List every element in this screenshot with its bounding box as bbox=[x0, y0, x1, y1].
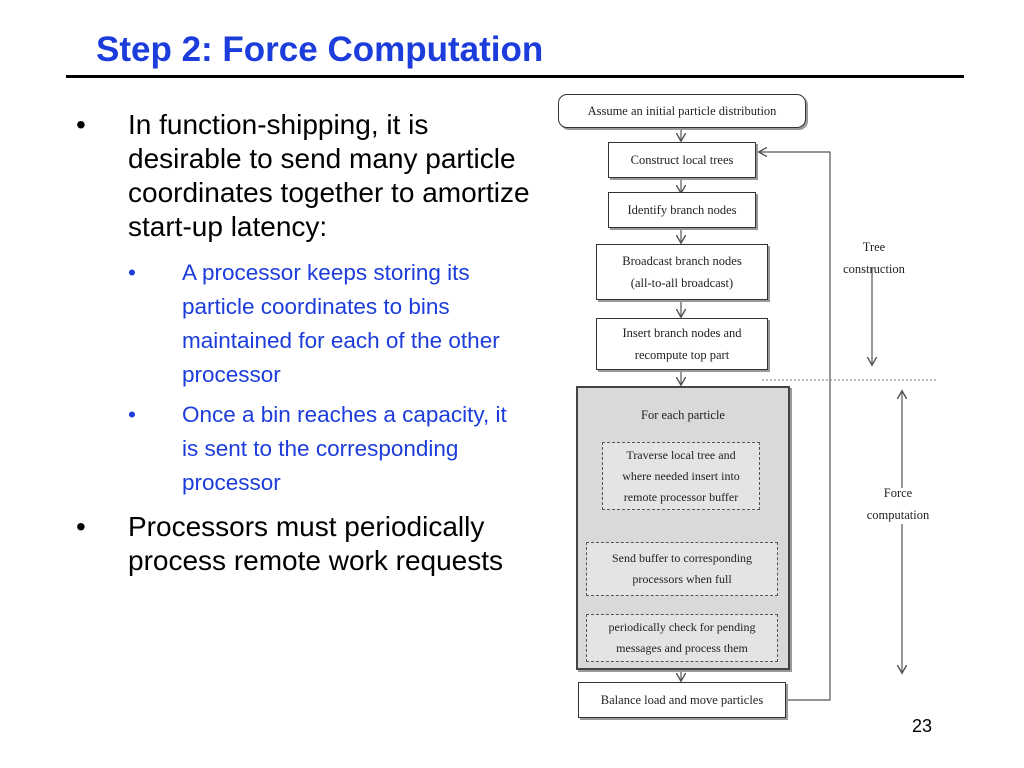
flowchart-diagram: Assume an initial particle distribution … bbox=[550, 88, 970, 748]
box-label: periodically check for pending bbox=[608, 620, 756, 634]
side-label-line: Force bbox=[883, 486, 913, 500]
bullet-dot-icon: • bbox=[76, 511, 86, 542]
box-balance-load: Balance load and move particles bbox=[578, 682, 786, 718]
box-label: Send buffer to corresponding bbox=[611, 551, 753, 565]
sub-bullet-dot-icon: • bbox=[128, 260, 136, 285]
label-force-computation: Force computation bbox=[846, 482, 950, 526]
bullet-text: Processors must periodically process rem… bbox=[128, 511, 504, 576]
page-number: 23 bbox=[912, 716, 933, 736]
sub-bullet-dot-icon: • bbox=[128, 402, 136, 427]
box-insert-branch: Insert branch nodes and recompute top pa… bbox=[596, 318, 768, 370]
box-label: recompute top part bbox=[634, 348, 730, 362]
title-underline bbox=[66, 75, 964, 78]
slide-title: Step 2: Force Computation bbox=[96, 30, 544, 69]
label-tree-construction: Tree construction bbox=[824, 236, 924, 280]
box-assume-distribution: Assume an initial particle distribution bbox=[558, 94, 806, 128]
group-label-for-each: For each particle bbox=[641, 408, 725, 422]
box-label: Insert branch nodes and bbox=[622, 326, 742, 340]
box-check-messages: periodically check for pending messages … bbox=[586, 614, 778, 662]
bullet-text: In function-shipping, it is desirable to… bbox=[128, 109, 530, 242]
box-label: remote processor buffer bbox=[623, 489, 739, 504]
side-label-line: construction bbox=[843, 262, 905, 276]
box-label: Construct local trees bbox=[630, 153, 734, 167]
box-label: processors when full bbox=[632, 572, 732, 586]
bullet-item: • Processors must periodically process r… bbox=[76, 510, 536, 578]
bullet-item: • In function-shipping, it is desirable … bbox=[76, 108, 536, 244]
box-label: Traverse local tree and bbox=[626, 447, 736, 462]
box-label: messages and process them bbox=[616, 641, 748, 655]
box-broadcast: Broadcast branch nodes (all-to-all broad… bbox=[596, 244, 768, 300]
side-label-line: Tree bbox=[862, 240, 886, 254]
sub-bullet-item: • Once a bin reaches a capacity, it is s… bbox=[128, 398, 522, 500]
box-traverse-tree: Traverse local tree and where needed ins… bbox=[602, 442, 760, 510]
bullet-list: • In function-shipping, it is desirable … bbox=[76, 108, 536, 590]
box-label: Identify branch nodes bbox=[627, 203, 737, 217]
sub-bullet-item: • A processor keeps storing its particle… bbox=[128, 256, 522, 392]
sub-bullet-text: Once a bin reaches a capacity, it is sen… bbox=[182, 402, 507, 495]
box-send-buffer: Send buffer to corresponding processors … bbox=[586, 542, 778, 596]
box-label: Balance load and move particles bbox=[600, 693, 764, 707]
sub-bullet-list: • A processor keeps storing its particle… bbox=[76, 256, 536, 500]
side-label-line: computation bbox=[866, 508, 930, 522]
force-loop-group: For each particle Traverse local tree an… bbox=[576, 386, 790, 670]
box-construct-trees: Construct local trees bbox=[608, 142, 756, 178]
sub-bullet-text: A processor keeps storing its particle c… bbox=[182, 260, 500, 387]
bullet-dot-icon: • bbox=[76, 109, 86, 140]
box-label: where needed insert into bbox=[622, 468, 740, 483]
box-label: (all-to-all broadcast) bbox=[630, 276, 734, 290]
box-label: Broadcast branch nodes bbox=[622, 254, 742, 268]
box-identify-branch: Identify branch nodes bbox=[608, 192, 756, 228]
box-label: Assume an initial particle distribution bbox=[587, 104, 777, 118]
